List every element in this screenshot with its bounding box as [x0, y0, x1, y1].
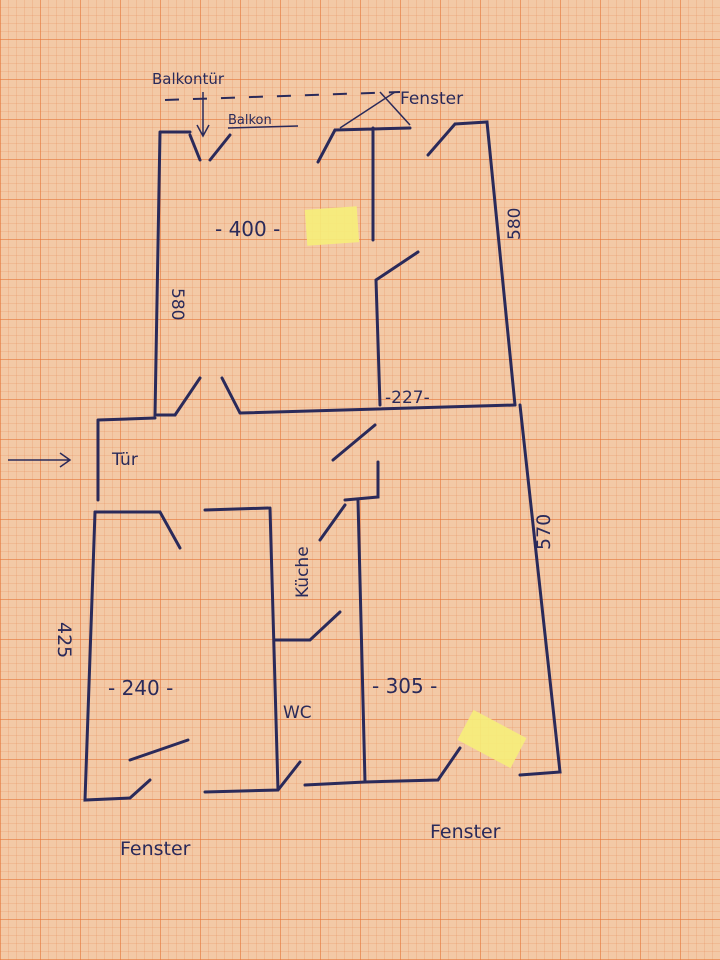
bottom-right-width: - 305 -: [372, 674, 437, 698]
door-label: Tür: [111, 450, 138, 470]
lower-rooms: [8, 403, 562, 802]
bottom-left-height: 425: [53, 622, 75, 658]
window-label: Fenster: [400, 89, 463, 109]
arrow-icon: [339, 91, 411, 129]
top-room-right-height: 580: [505, 208, 525, 240]
balcony-label: Balkon: [228, 113, 272, 128]
arrow-icon: [196, 92, 210, 138]
top-room-left-height: 580: [167, 288, 187, 320]
wc-label: WC: [283, 703, 312, 723]
sticky-note: [457, 709, 527, 769]
middle-width: -227-: [385, 388, 430, 408]
balcony-outline: [164, 91, 401, 101]
top-room-width: - 400 -: [215, 217, 280, 241]
sticky-note: [304, 206, 360, 246]
bottom-right-height: 570: [533, 514, 555, 550]
balcony-door-label: Balkontür: [152, 70, 225, 88]
window-label: Fenster: [120, 838, 191, 860]
window-label: Fenster: [430, 821, 501, 843]
kitchen-label: Küche: [293, 546, 313, 598]
top-rooms: [153, 120, 517, 417]
entrance-arrow-icon: [8, 452, 72, 468]
balcony-underline: [227, 125, 299, 129]
bottom-left-width: - 240 -: [108, 676, 173, 700]
